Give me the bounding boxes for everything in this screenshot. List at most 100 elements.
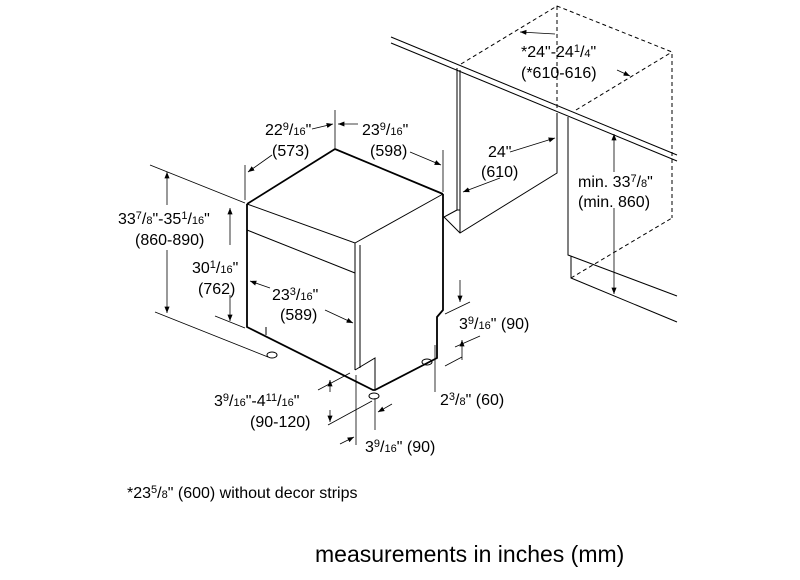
label-text: 33: [118, 211, 136, 228]
fraction-denominator: 16: [300, 291, 312, 303]
label-text: 23: [272, 287, 290, 304]
label-line: (*610-616): [521, 65, 597, 82]
fraction-denominator: 8: [162, 489, 168, 501]
label-text: ": [647, 174, 653, 191]
depth-top-label: 229/16" (573): [265, 121, 311, 160]
label-line: 39/16" (90): [365, 438, 435, 456]
dimension-lines: [149, 29, 631, 445]
label-line: min. 337/8": [578, 173, 653, 191]
fraction-denominator: 8: [146, 215, 152, 227]
label-text: min. 33: [578, 174, 631, 191]
niche-height-label: min. 337/8" (min. 860): [578, 173, 653, 211]
label-line: 233/16": [272, 286, 318, 304]
rear-foot-label: 23/8" (60): [440, 391, 504, 409]
cabinet-niche: [390, 5, 678, 323]
label-text: ": [306, 122, 312, 139]
label-text: 2: [440, 392, 449, 409]
label-text: ": [204, 211, 210, 228]
label-text: (*610-616): [521, 65, 597, 82]
label-line: 239/16": [362, 121, 408, 139]
label-line: *235/8" (600) without decor strips: [127, 484, 358, 502]
label-text: 30: [192, 260, 210, 277]
foot-icon: [421, 358, 433, 366]
label-text: ": [403, 122, 409, 139]
label-line: 337/8"-351/16": [118, 210, 210, 228]
label-text: 24": [488, 144, 511, 161]
label-line: (598): [370, 143, 407, 160]
label-line: 229/16": [265, 121, 311, 139]
label-line: 301/16": [192, 259, 238, 277]
label-text: ": [591, 44, 597, 61]
label-text: ": [294, 393, 300, 410]
rear-notch-label: 39/16" (90): [459, 315, 529, 333]
fraction-denominator: 8: [641, 178, 647, 190]
label-text: *23: [127, 485, 151, 502]
label-text: " (90): [397, 439, 436, 456]
label-text: (589): [280, 307, 317, 324]
niche-width-label: *24"-241/4" (*610-616): [521, 43, 597, 82]
fraction-denominator: 16: [220, 264, 232, 276]
plinth-depth-label: 39/16" (90): [365, 438, 435, 456]
label-text: /: [455, 392, 460, 409]
fraction-numerator: 5: [151, 484, 157, 496]
body-height-label: 301/16" (762): [192, 259, 238, 298]
label-text: /: [637, 174, 642, 191]
label-line: (610): [481, 164, 518, 181]
fraction-numerator: 1: [574, 43, 580, 55]
label-text: /: [216, 260, 221, 277]
fraction-denominator: 16: [478, 320, 490, 332]
front-width-label: 233/16" (589): [272, 286, 318, 324]
fraction-denominator: 4: [584, 48, 590, 60]
label-text: /: [289, 122, 294, 139]
label-line: 24": [488, 144, 511, 161]
label-line: (860-890): [135, 232, 204, 249]
caption: measurements in inches (mm): [315, 541, 624, 567]
dishwasher-body: [246, 147, 444, 400]
label-text: (598): [370, 143, 407, 160]
plinth-height-label: 39/16"-411/16" (90-120): [214, 392, 310, 431]
fraction-numerator: 3: [449, 391, 455, 403]
label-text: /: [296, 287, 301, 304]
label-text: /: [380, 439, 385, 456]
fraction-denominator: 16: [384, 443, 396, 455]
label-line: (min. 860): [578, 194, 650, 211]
fraction-numerator: 1: [181, 210, 187, 222]
label-text: /: [187, 211, 192, 228]
fraction-denominator: 16: [192, 215, 204, 227]
label-text: " (600) without decor strips: [168, 485, 358, 502]
label-line: 23/8" (60): [440, 391, 504, 409]
label-text: /: [229, 393, 234, 410]
foot-icon: [368, 392, 380, 400]
fraction-numerator: 9: [380, 121, 386, 133]
label-line: (573): [272, 143, 309, 160]
label-text: (860-890): [135, 232, 204, 249]
label-line: 39/16" (90): [459, 315, 529, 333]
label-line: 39/16"-411/16": [214, 392, 299, 410]
label-line: (589): [280, 307, 317, 324]
label-text: 3: [214, 393, 223, 410]
foot-icon: [266, 351, 278, 359]
label-text: "-4: [246, 393, 266, 410]
fraction-numerator: 11: [266, 392, 277, 404]
label-text: /: [277, 393, 282, 410]
label-text: /: [157, 485, 162, 502]
label-text: " (60): [466, 392, 505, 409]
label-text: /: [580, 44, 585, 61]
fraction-denominator: 16: [390, 126, 402, 138]
label-text: (90-120): [250, 414, 310, 431]
total-height-label: 337/8"-351/16"(860-890): [118, 210, 210, 249]
fraction-numerator: 9: [468, 315, 474, 327]
label-line: (90-120): [250, 414, 310, 431]
label-text: 23: [362, 122, 380, 139]
label-text: *24"-24: [521, 44, 574, 61]
fraction-denominator: 16: [293, 126, 305, 138]
fraction-numerator: 9: [223, 392, 229, 404]
label-text: " (90): [491, 316, 530, 333]
fraction-numerator: 9: [283, 121, 289, 133]
fraction-numerator: 7: [136, 210, 142, 222]
label-line: (762): [198, 281, 235, 298]
label-text: (573): [272, 143, 309, 160]
width-top-label: 239/16" (598): [362, 121, 408, 160]
